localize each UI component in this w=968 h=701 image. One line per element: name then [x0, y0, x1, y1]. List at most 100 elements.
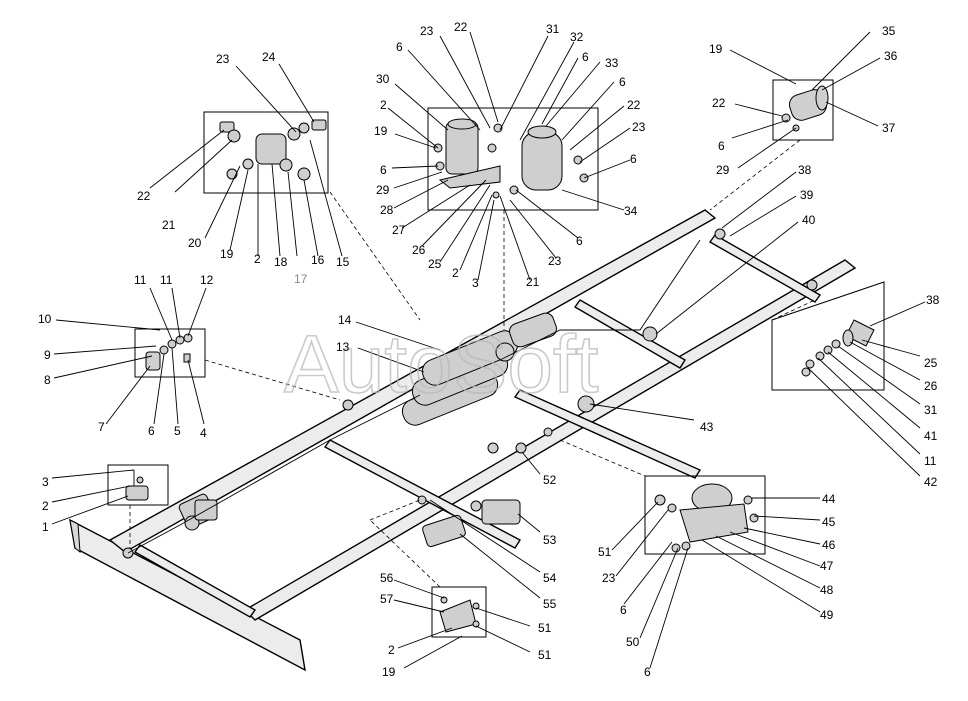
watermark-text: AutoSoft — [284, 319, 599, 410]
callout-b47: 47 — [820, 559, 834, 573]
detail-box-front — [107, 464, 169, 506]
callout-c12: 12 — [200, 273, 214, 287]
frame-crossmember-2 — [513, 389, 702, 479]
callout-r19: 19 — [709, 42, 723, 56]
callout-c10: 10 — [38, 312, 52, 326]
callout-s56: 56 — [380, 571, 394, 585]
callout-m40: 40 — [802, 213, 816, 227]
detail-box-top-left — [203, 111, 329, 194]
detail-box-bottom-center — [431, 586, 487, 638]
callout-b45: 45 — [822, 515, 836, 529]
callout-21: 21 — [162, 218, 176, 232]
callout-t22b: 22 — [627, 98, 641, 112]
callout-t29: 29 — [376, 183, 390, 197]
callout-r36: 36 — [884, 49, 898, 63]
frame-components — [122, 228, 818, 559]
detail-box-bottom-right — [644, 475, 766, 555]
callout-s2: 2 — [388, 643, 395, 657]
detail-box-top-right — [772, 79, 834, 141]
callout-20: 20 — [188, 236, 202, 250]
callout-m43: 43 — [700, 420, 714, 434]
callout-t6d: 6 — [380, 163, 387, 177]
callout-t6a: 6 — [396, 40, 403, 54]
callout-c8: 8 — [44, 373, 51, 387]
callout-s57: 57 — [380, 592, 394, 606]
callout-c11b: 11 — [160, 273, 173, 287]
frame-left-rail — [108, 209, 717, 553]
callout-m55: 55 — [543, 597, 557, 611]
callout-t19: 19 — [374, 124, 388, 138]
callout-t25: 25 — [428, 257, 442, 271]
callout-s51a: 51 — [538, 621, 552, 635]
callout-r37: 37 — [882, 121, 896, 135]
callout-t3: 3 — [472, 276, 479, 290]
callout-e42: 42 — [924, 475, 938, 489]
callout-b49: 49 — [820, 608, 834, 622]
callout-c5: 5 — [174, 424, 181, 438]
callout-c13: 13 — [336, 340, 350, 354]
callout-c9: 9 — [44, 348, 51, 362]
callout-c4: 4 — [200, 426, 207, 440]
callout-e38: 38 — [926, 293, 940, 307]
callout-t23b: 23 — [548, 254, 562, 268]
frame-crossmember-1 — [323, 439, 521, 549]
callout-16: 16 — [311, 253, 325, 267]
callout-t2b: 2 — [452, 266, 459, 280]
cylinder-unit — [521, 131, 563, 191]
frame-crossmember-4 — [708, 234, 822, 303]
component-55 — [422, 514, 466, 548]
callout-2: 2 — [254, 252, 261, 266]
callout-b50: 50 — [626, 635, 640, 649]
callout-b46: 46 — [822, 538, 836, 552]
callout-t6b: 6 — [582, 50, 589, 64]
detail-box-top-center — [427, 107, 599, 211]
middle-components — [422, 499, 521, 548]
vehicle-frame — [69, 209, 857, 672]
callout-t6e: 6 — [576, 234, 583, 248]
callout-t21: 21 — [526, 275, 540, 289]
callout-r29: 29 — [716, 163, 730, 177]
callout-t2: 2 — [380, 98, 387, 112]
callout-t27: 27 — [392, 223, 406, 237]
callout-s19: 19 — [382, 665, 396, 679]
callout-t26: 26 — [412, 243, 426, 257]
callout-b6b: 6 — [644, 665, 651, 679]
callout-17: 17 — [294, 272, 308, 286]
callout-18: 18 — [274, 255, 288, 269]
callout-t6f: 6 — [630, 152, 637, 166]
callout-t6c: 6 — [619, 75, 626, 89]
callout-t23c: 23 — [632, 120, 646, 134]
callout-c14: 14 — [338, 313, 352, 327]
callout-s51b: 51 — [538, 648, 552, 662]
callout-22: 22 — [137, 189, 151, 203]
callout-r22: 22 — [712, 96, 726, 110]
frame-front-crossbeam-end — [69, 519, 81, 554]
callout-b51: 51 — [598, 545, 612, 559]
callout-b44: 44 — [822, 492, 836, 506]
component-53 — [481, 499, 521, 525]
callout-t23: 23 — [420, 24, 434, 38]
leader-lines — [51, 31, 926, 669]
callout-t22: 22 — [454, 20, 468, 34]
callout-c6: 6 — [148, 424, 155, 438]
callout-labels: 23 24 22 21 20 19 2 18 16 15 17 23 22 31… — [38, 20, 940, 679]
callout-t30: 30 — [376, 72, 390, 86]
callout-15: 15 — [336, 255, 350, 269]
callout-19: 19 — [220, 247, 234, 261]
callout-b23: 23 — [602, 571, 616, 585]
callout-m39: 39 — [800, 188, 814, 202]
callout-m54: 54 — [543, 571, 557, 585]
callout-c11a: 11 — [134, 273, 147, 287]
air-tank-group — [401, 330, 519, 426]
callout-l3: 3 — [42, 475, 49, 489]
callout-t31: 31 — [546, 22, 560, 36]
callout-m53: 53 — [543, 533, 557, 547]
callout-t33: 33 — [605, 56, 619, 70]
callout-b48: 48 — [820, 583, 834, 597]
callout-23: 23 — [216, 52, 230, 66]
callout-t28: 28 — [380, 203, 394, 217]
callout-l1: 1 — [42, 520, 49, 534]
callout-e25: 25 — [924, 356, 938, 370]
frame-crossmember-front — [133, 544, 257, 618]
